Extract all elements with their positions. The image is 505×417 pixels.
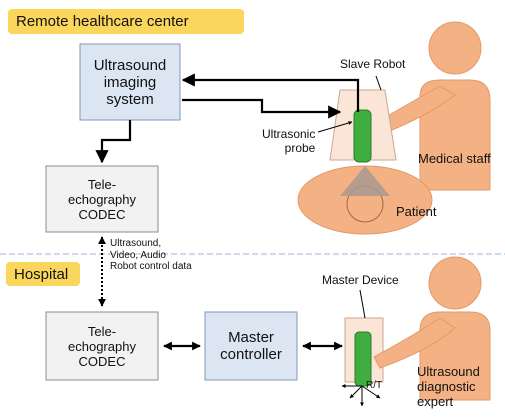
master-controller-label: Master controller [220,329,282,363]
expert-figure [373,256,491,401]
ultrasonic-probe-label: Ultrasonic probe [262,127,316,155]
data-link-label: Ultrasound, Video, Audio Robot control d… [110,238,192,272]
rt-motion-arrows [341,384,381,407]
master-device-label: Master Device [322,273,399,287]
medical-staff-label: Medical staff [418,151,491,166]
codec-top-box [45,165,159,233]
rt-label: R/T [366,380,383,391]
master-controller-box [204,311,298,381]
medical-staff-figure [371,21,491,191]
remote-center-banner: Remote healthcare center [8,9,244,34]
ultrasonic-probe [353,109,372,163]
arrow-imaging-to-robot [182,98,342,119]
codec-bottom-box [45,311,159,381]
arrow-imaging-to-codec [95,120,132,164]
hospital-banner: Hospital [6,262,80,286]
slave-robot-label: Slave Robot [340,57,406,71]
patient-label: Patient [396,204,437,219]
ultrasound-imaging-label: Ultrasound imaging system [93,56,167,108]
master-probe [354,331,372,387]
ultrasound-expert-label: Ultrasound diagnostic expert [417,364,480,409]
codec-bottom-label: Tele- echography CODEC [68,323,136,369]
ultrasound-imaging-box [79,43,181,121]
codec-top-label: Tele- echography CODEC [68,176,136,222]
arrow-probe-to-imaging [181,73,360,112]
patient-figure [297,165,433,235]
